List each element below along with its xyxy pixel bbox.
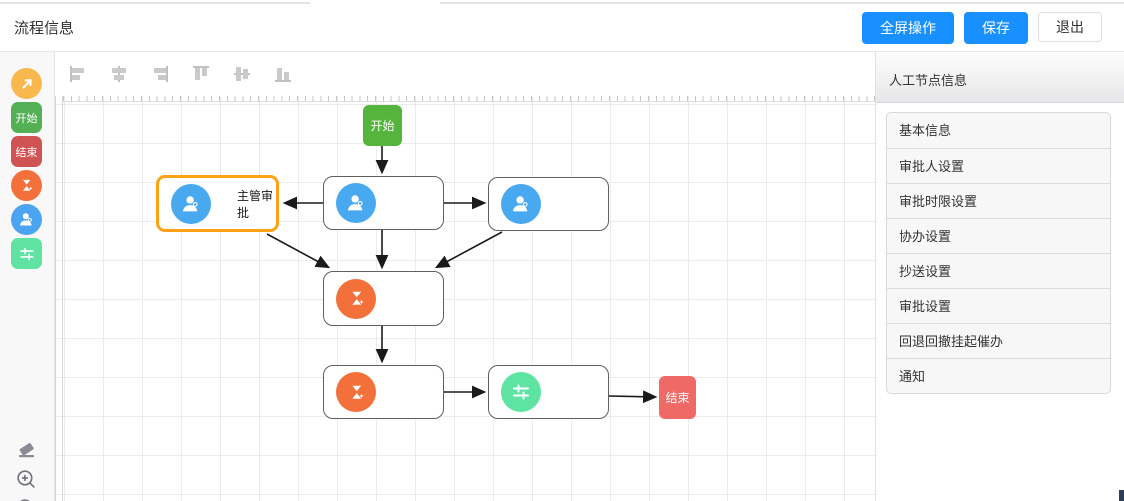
align-top-icon[interactable] [190, 63, 212, 85]
scrollbar-corner [1119, 490, 1124, 501]
zoom-in-tool[interactable] [11, 464, 42, 495]
user-task-node-1[interactable] [323, 176, 444, 230]
user-icon [336, 183, 376, 223]
connector-arrow-tool[interactable] [11, 68, 42, 99]
flow-canvas[interactable]: 开始 主管审批 [55, 96, 875, 501]
start-tool-label: 开始 [15, 112, 38, 125]
condition-node-tool[interactable] [11, 238, 42, 269]
sliders-icon [501, 372, 541, 412]
align-center-horizontal-icon[interactable] [108, 63, 130, 85]
user-icon [501, 184, 541, 224]
user-icon [16, 209, 37, 230]
user-task-node-2[interactable] [488, 177, 609, 231]
panel-item-cc-settings[interactable]: 抄送设置 [887, 253, 1110, 288]
zoom-out-tool[interactable] [11, 493, 42, 501]
end-tool-label: 结束 [15, 146, 38, 159]
supervisor-approval-node[interactable]: 主管审批 [156, 175, 279, 232]
approval-node-tool[interactable] [11, 170, 42, 201]
hourglass-user-icon [16, 175, 37, 196]
hourglass-user-icon [336, 372, 376, 412]
panel-item-rollback-settings[interactable]: 回退回撤挂起催办 [887, 323, 1110, 358]
align-bottom-icon[interactable] [272, 63, 294, 85]
condition-node[interactable] [488, 365, 609, 419]
canvas-ruler [63, 96, 875, 102]
main-area: 开始 结束 [0, 52, 1124, 501]
flow-edges [266, 146, 658, 404]
fullscreen-button[interactable]: 全屏操作 [862, 11, 954, 44]
node-properties-panel: 人工节点信息 基本信息 审批人设置 审批时限设置 协办设置 抄送设置 审批设置 … [875, 52, 1124, 501]
approval-task-node-2[interactable] [323, 365, 444, 419]
browser-tab-strip-left [0, 2, 310, 4]
align-middle-vertical-icon[interactable] [231, 63, 253, 85]
panel-item-assist-settings[interactable]: 协办设置 [887, 218, 1110, 253]
app-header: 流程信息 全屏操作 保存 退出 [0, 4, 1124, 52]
arrow-up-right-icon [17, 74, 37, 94]
end-node[interactable]: 结束 [659, 376, 696, 419]
zoom-out-icon [14, 496, 39, 501]
start-node[interactable]: 开始 [363, 105, 402, 146]
user-icon [171, 183, 211, 224]
tool-palette: 开始 结束 [0, 52, 55, 501]
align-toolbar [55, 52, 875, 96]
sliders-icon [17, 244, 37, 264]
align-right-icon[interactable] [149, 63, 171, 85]
user-node-tool[interactable] [11, 204, 42, 235]
hourglass-user-icon [336, 278, 376, 319]
approval-task-node-1[interactable] [323, 271, 444, 326]
panel-item-approver-settings[interactable]: 审批人设置 [887, 148, 1110, 183]
panel-item-approval-settings[interactable]: 审批设置 [887, 288, 1110, 323]
eraser-icon [15, 439, 39, 463]
save-button[interactable]: 保存 [964, 11, 1028, 44]
panel-section-list: 基本信息 审批人设置 审批时限设置 协办设置 抄送设置 审批设置 回退回撤挂起催… [886, 112, 1111, 394]
browser-tab-strip-right [440, 2, 1124, 4]
panel-item-notification[interactable]: 通知 [887, 358, 1110, 393]
header-actions: 全屏操作 保存 退出 [862, 11, 1102, 44]
panel-item-approval-time-limit[interactable]: 审批时限设置 [887, 183, 1110, 218]
eraser-tool[interactable] [11, 435, 42, 466]
zoom-in-icon [14, 467, 39, 492]
page-title: 流程信息 [14, 20, 75, 37]
start-node-tool[interactable]: 开始 [11, 102, 42, 133]
end-node-tool[interactable]: 结束 [11, 136, 42, 167]
node-label: 主管审批 [237, 188, 274, 220]
panel-title: 人工节点信息 [876, 52, 1124, 103]
align-left-icon[interactable] [67, 63, 89, 85]
canvas-column: 开始 主管审批 [55, 52, 875, 501]
panel-item-basic-info[interactable]: 基本信息 [899, 123, 952, 138]
exit-button[interactable]: 退出 [1038, 11, 1102, 42]
